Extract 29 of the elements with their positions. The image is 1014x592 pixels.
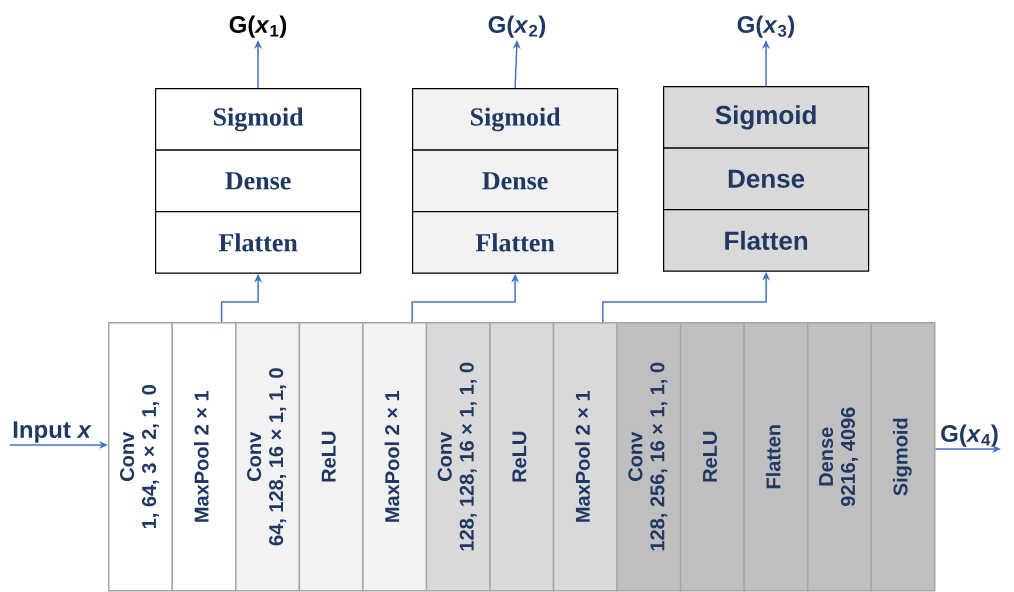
layer-column: ReLU (298, 322, 364, 592)
layer-column: ReLU (679, 322, 745, 592)
layer-column: Conv 1, 64, 3 × 2, 1, 0 (108, 322, 174, 592)
layer-box: Sigmoid (412, 88, 619, 151)
output-label: G(x$_{4}$) (941, 424, 998, 447)
layer-column: Conv 128, 128, 16 × 1, 1, 0 (425, 322, 491, 592)
layer-column: Conv 64, 128, 16 × 1, 1, 0 (235, 322, 301, 592)
layer-box: Flatten (663, 209, 870, 272)
layer-column: Conv 128, 256, 16 × 1, 1, 0 (616, 322, 682, 592)
node-label: 128, 256, 16 × 1, 1, 0 (650, 362, 668, 551)
layer-box: Dense (663, 147, 870, 211)
layer-column: ReLU (489, 322, 555, 592)
layer-column: Dense 9216, 4096 (806, 322, 872, 592)
input-label: Input x (13, 421, 92, 443)
layer-box: Flatten (155, 211, 362, 274)
output-label: G(x$_{1}$) (229, 15, 287, 38)
layer-box: Dense (412, 149, 619, 213)
layer-column: MaxPool 2 × 1 (362, 322, 428, 592)
layer-box: Sigmoid (663, 86, 870, 149)
layer-box: Sigmoid (155, 88, 362, 151)
output-label: G(x$_{3}$) (737, 15, 795, 38)
node-label: Conv (628, 431, 643, 481)
layer-column: Flatten (743, 322, 809, 592)
layer-box: Dense (155, 149, 362, 213)
layer-box: Flatten (412, 211, 619, 274)
output-label: G(x$_{2}$) (488, 15, 546, 38)
layer-column: Sigmoid (870, 322, 936, 592)
layer-column: MaxPool 2 × 1 (171, 322, 237, 592)
layer-column: MaxPool 2 × 1 (552, 322, 618, 592)
